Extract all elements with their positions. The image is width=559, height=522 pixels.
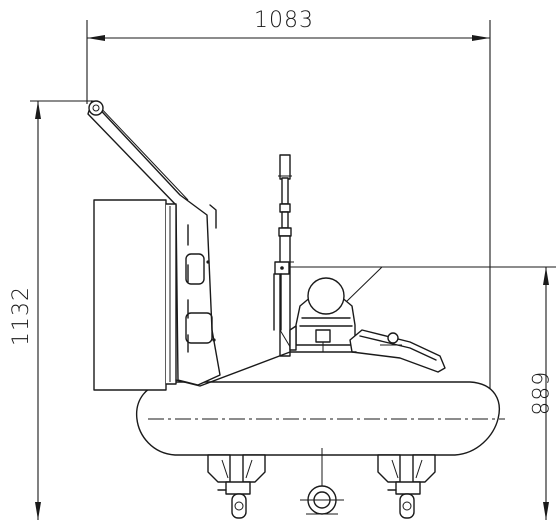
pivot-guide-line — [344, 266, 383, 304]
height-dimension-label: 1132 — [9, 286, 34, 346]
collector-box — [93, 199, 177, 391]
knob-icon — [387, 332, 399, 344]
base-frame — [175, 351, 357, 387]
height-dimension: 1132 — [9, 100, 97, 520]
mast — [273, 154, 294, 357]
pivot-joint-icon — [88, 100, 104, 116]
pivot-height-dimension: 688 — [285, 266, 556, 520]
tank-body — [135, 381, 505, 512]
right-wheel-assembly — [377, 454, 436, 519]
pump-motor-icon — [307, 277, 345, 315]
drain-valve — [300, 485, 344, 515]
pump-assembly — [289, 277, 356, 352]
pivot-arm — [87, 100, 221, 386]
width-dimension-label: 1083 — [254, 8, 314, 33]
pivot-height-dimension-label: 688 — [526, 372, 551, 417]
handle-tray — [349, 329, 446, 373]
width-dimension: 1083 — [86, 8, 491, 430]
left-wheel-assembly — [207, 454, 266, 519]
